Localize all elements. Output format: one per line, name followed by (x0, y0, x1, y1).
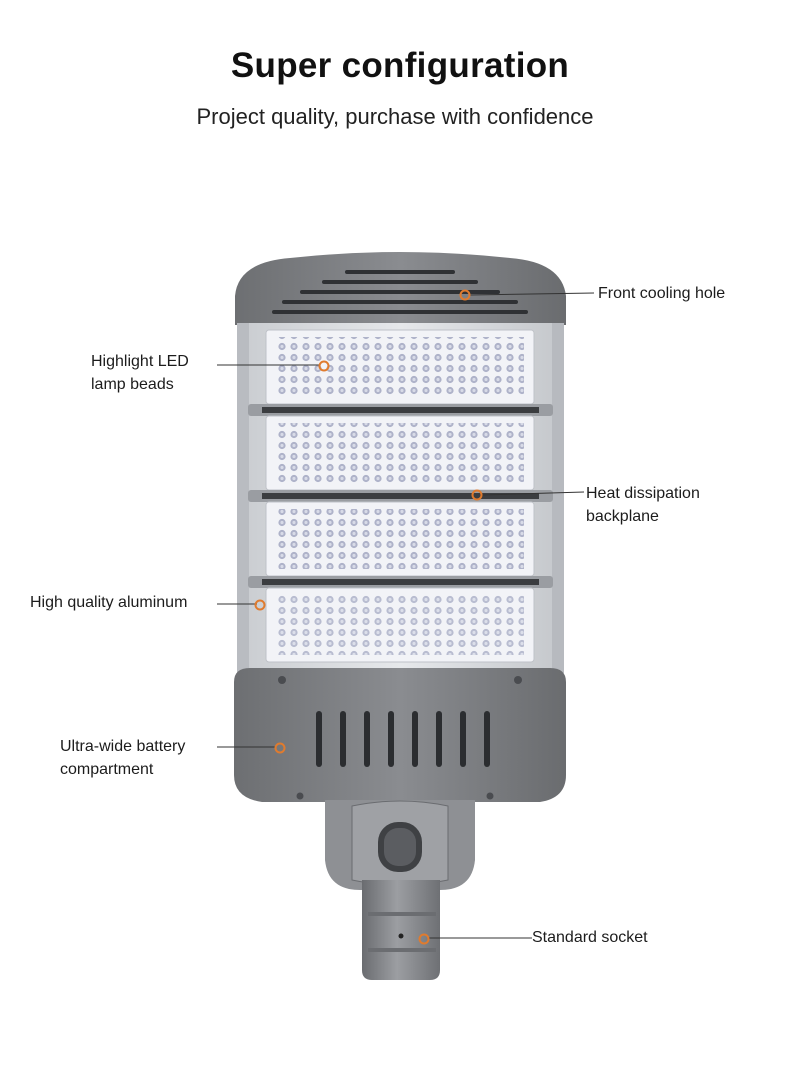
heat-fin-2 (248, 490, 553, 502)
cooling-slots (272, 270, 528, 314)
label-aluminum: High quality aluminum (30, 594, 188, 611)
label-standard-socket: Standard socket (532, 929, 648, 946)
label-battery-line2: compartment (60, 761, 154, 778)
label-led-beads-line2: lamp beads (91, 376, 174, 393)
marker-socket (418, 933, 430, 945)
label-front-cooling-hole: Front cooling hole (598, 285, 726, 302)
label-battery-line1: Ultra-wide battery (60, 738, 186, 755)
standard-socket (362, 880, 440, 980)
led-module-1 (265, 329, 535, 405)
label-heat-dissipation: Heat dissipation backplane (586, 482, 700, 528)
page-subtitle: Project quality, purchase with confidenc… (196, 104, 594, 129)
marker-aluminum (254, 599, 266, 611)
page-title: Super configuration (230, 46, 570, 85)
marker-battery (274, 742, 286, 754)
callout-markers (254, 289, 483, 945)
label-led-beads: Highlight LED lamp beads (91, 350, 189, 396)
led-module-2 (265, 415, 535, 491)
battery-vents (316, 711, 490, 767)
marker-led-beads (318, 360, 330, 372)
led-module-4 (265, 587, 535, 663)
label-led-beads-line1: Highlight LED (91, 353, 189, 370)
label-battery: Ultra-wide battery compartment (60, 735, 185, 781)
led-module-3 (265, 501, 535, 577)
callout-lines (217, 292, 595, 939)
heat-fin-3 (248, 576, 553, 588)
label-heat-dissipation-line1: Heat dissipation (586, 485, 700, 502)
marker-front-cooling (459, 289, 471, 301)
heat-fin-1 (248, 404, 553, 416)
marker-heat-dissipation (471, 489, 483, 501)
label-heat-dissipation-line2: backplane (586, 508, 659, 525)
battery-compartment (234, 668, 566, 802)
top-cap (235, 252, 566, 325)
